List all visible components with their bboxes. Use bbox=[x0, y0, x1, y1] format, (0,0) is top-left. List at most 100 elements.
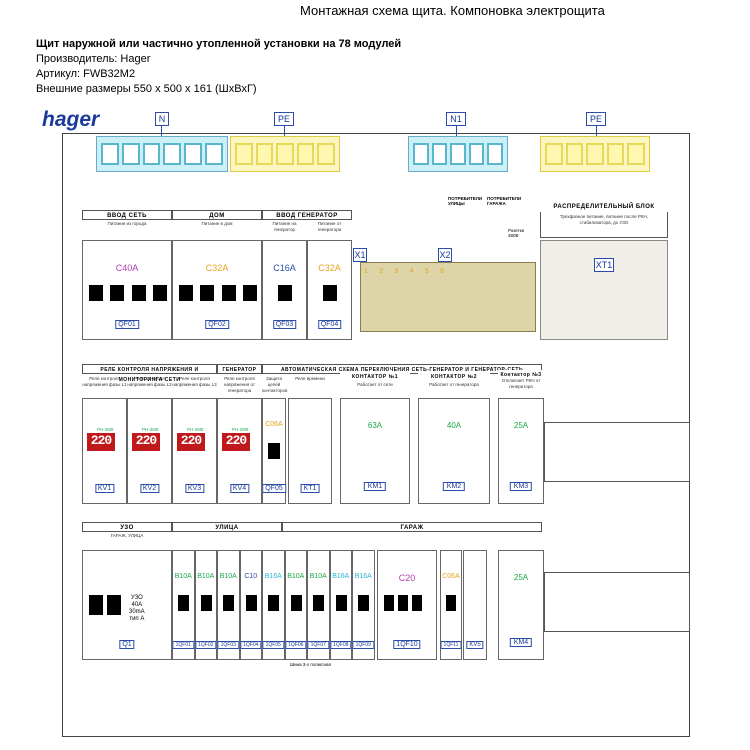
breaker-label: QF02 bbox=[205, 320, 229, 329]
x2-tag: X2 bbox=[438, 248, 452, 262]
breaker-1qf05[interactable]: B16A 1QF05 bbox=[262, 550, 285, 660]
breaker-rating: C16A bbox=[273, 263, 296, 273]
relay-display: 220 bbox=[87, 433, 115, 451]
section-generator: ГЕНЕРАТОР bbox=[217, 364, 262, 374]
sub-to-gen: Питание на генератор bbox=[272, 221, 297, 232]
relay-kv4[interactable]: РН-260t 220 KV4 bbox=[217, 398, 262, 504]
breaker-label: 1QF09 bbox=[352, 641, 374, 649]
breaker-rating: C10 bbox=[244, 573, 258, 580]
contactor-km3[interactable]: 25A KM3 bbox=[498, 398, 544, 504]
relay-kv3[interactable]: РН-260t 220 KV3 bbox=[172, 398, 217, 504]
breaker-label: 1QF01 bbox=[172, 641, 194, 649]
contactor-km1[interactable]: 63A KM1 bbox=[340, 398, 410, 504]
users-garage-head: ПОТРЕБИТЕЛИ ГАРАЖА bbox=[487, 196, 522, 206]
km2-sub: Работает от генератора bbox=[429, 382, 479, 387]
xt1-tag: XT1 bbox=[594, 258, 614, 272]
breaker-qf03[interactable]: C16A QF03 bbox=[262, 240, 307, 340]
relay-sub-l2: Реле контроля напряжения фазы L2 bbox=[127, 376, 172, 387]
contactor-label: KM1 bbox=[363, 482, 387, 491]
contactor-amp: 25A bbox=[513, 421, 529, 430]
page-title: Монтажная схема щита. Компоновка электро… bbox=[300, 3, 605, 18]
breaker-rating: C40A bbox=[115, 263, 139, 273]
info-manufacturer: Производитель: Hager bbox=[36, 53, 151, 65]
contactor-amp: 40A bbox=[446, 421, 462, 430]
relay-label: KV5 bbox=[466, 641, 484, 649]
relay-brand: РН-260t bbox=[232, 427, 249, 432]
qf05-sub: Защита цепей контакторов bbox=[262, 376, 288, 393]
section-garazh: ГАРАЖ bbox=[282, 522, 542, 532]
breaker-1qf06[interactable]: B10A 1QF06 bbox=[284, 550, 307, 660]
breaker-1qf04[interactable]: C10 1QF04 bbox=[239, 550, 262, 660]
relay-display: 220 bbox=[177, 433, 205, 451]
breaker-label: 1QF04 bbox=[240, 641, 262, 649]
rozetki-label: Розетки 380В bbox=[508, 228, 525, 238]
sub-city: Питание из города bbox=[107, 221, 147, 226]
sub-from-gen: Питание от генератора bbox=[317, 221, 342, 232]
timer-kt1[interactable]: KT1 bbox=[288, 398, 332, 504]
timer-label: KT1 bbox=[300, 484, 320, 493]
breaker-1qf01[interactable]: B10A 1QF01 bbox=[172, 550, 195, 660]
bus-tag-pe: PE bbox=[274, 112, 294, 126]
sub-house: Питание в дом bbox=[201, 221, 233, 226]
info-article: Артикул: FWB32M2 bbox=[36, 68, 136, 80]
relay-brand: РН-260t bbox=[187, 427, 204, 432]
contactor-label: KM2 bbox=[442, 482, 466, 491]
breaker-qf02[interactable]: C32A QF02 bbox=[172, 240, 262, 340]
breaker-label: QF01 bbox=[115, 320, 139, 329]
info-dimensions: Внешние размеры 550 х 500 х 161 (ШхВхГ) bbox=[36, 83, 257, 95]
relay-brand: РН-260t bbox=[142, 427, 159, 432]
breaker-1qf11[interactable]: C06A 1QF11 bbox=[440, 550, 462, 660]
bus-tag-n1: N1 bbox=[446, 112, 466, 126]
relay-label: KV3 bbox=[184, 484, 205, 493]
kt1-sub: Реле времени bbox=[295, 376, 325, 381]
info-line1: Щит наружной или частично утопленной уст… bbox=[36, 38, 402, 50]
brand-logo: hager bbox=[42, 108, 100, 131]
km1-head: КОНТАКТОР №1 bbox=[340, 372, 410, 382]
breaker-rating: B10A bbox=[174, 573, 192, 580]
relay-kv1[interactable]: РН-260t 220 KV1 bbox=[82, 398, 127, 504]
breaker-rating: B10A bbox=[197, 573, 215, 580]
contactor-km2[interactable]: 40A KM2 bbox=[418, 398, 490, 504]
breaker-label: 1QF06 bbox=[285, 641, 307, 649]
contactor-km4[interactable]: 25A KM4 bbox=[498, 550, 544, 660]
breaker-label: QF04 bbox=[317, 320, 342, 329]
contactor-amp: 63A bbox=[367, 421, 383, 430]
section-vvod-set: ВВОД СЕТЬ bbox=[82, 210, 172, 220]
breaker-rating: B10A bbox=[287, 573, 305, 580]
breaker-qf05[interactable]: C06A QF05 bbox=[262, 398, 286, 504]
relay-kv2[interactable]: РН-260t 220 KV2 bbox=[127, 398, 172, 504]
relay-display: 220 bbox=[132, 433, 160, 451]
section-relay: РЕЛЕ КОНТРОЛЯ НАПРЯЖЕНИЯ И МОНИТОРИНГА С… bbox=[82, 364, 217, 383]
terminal-strip bbox=[360, 262, 536, 332]
section-uzo: УЗО bbox=[82, 522, 172, 532]
breaker-label: 1QF02 bbox=[195, 641, 217, 649]
breaker-rating: B16A bbox=[332, 573, 350, 580]
breaker-1qf10[interactable]: C20 1QF10 bbox=[377, 550, 437, 660]
relay-display: 220 bbox=[222, 433, 250, 451]
contactor-amp: 25A bbox=[513, 573, 529, 582]
breaker-1qf02[interactable]: B10A 1QF02 bbox=[194, 550, 217, 660]
relay-kv5[interactable]: KV5 bbox=[463, 550, 487, 660]
breaker-rating: B16A bbox=[354, 573, 372, 580]
breaker-label: 1QF10 bbox=[393, 640, 421, 649]
x1-tag: X1 bbox=[353, 248, 367, 262]
uzo-label: Q1 bbox=[119, 640, 135, 649]
breaker-qf04[interactable]: C32A QF04 bbox=[307, 240, 352, 340]
dist-block-text: Трехфазное питание, питание после РКН, с… bbox=[560, 214, 648, 225]
breaker-label: 1QF05 bbox=[262, 641, 284, 649]
breaker-label: 1QF07 bbox=[307, 641, 329, 649]
breaker-rating: C06A bbox=[265, 421, 283, 428]
breaker-1qf09[interactable]: B16A 1QF09 bbox=[352, 550, 375, 660]
breaker-qf01[interactable]: C40A QF01 bbox=[82, 240, 172, 340]
relay-label: KV1 bbox=[94, 484, 115, 493]
breaker-rating: B16A bbox=[264, 573, 282, 580]
breaker-label: QF05 bbox=[262, 484, 286, 493]
km1-sub: Работает от сети bbox=[357, 382, 393, 387]
din-rail-placeholder-2 bbox=[544, 572, 690, 632]
relay-brand: РН-260t bbox=[97, 427, 114, 432]
